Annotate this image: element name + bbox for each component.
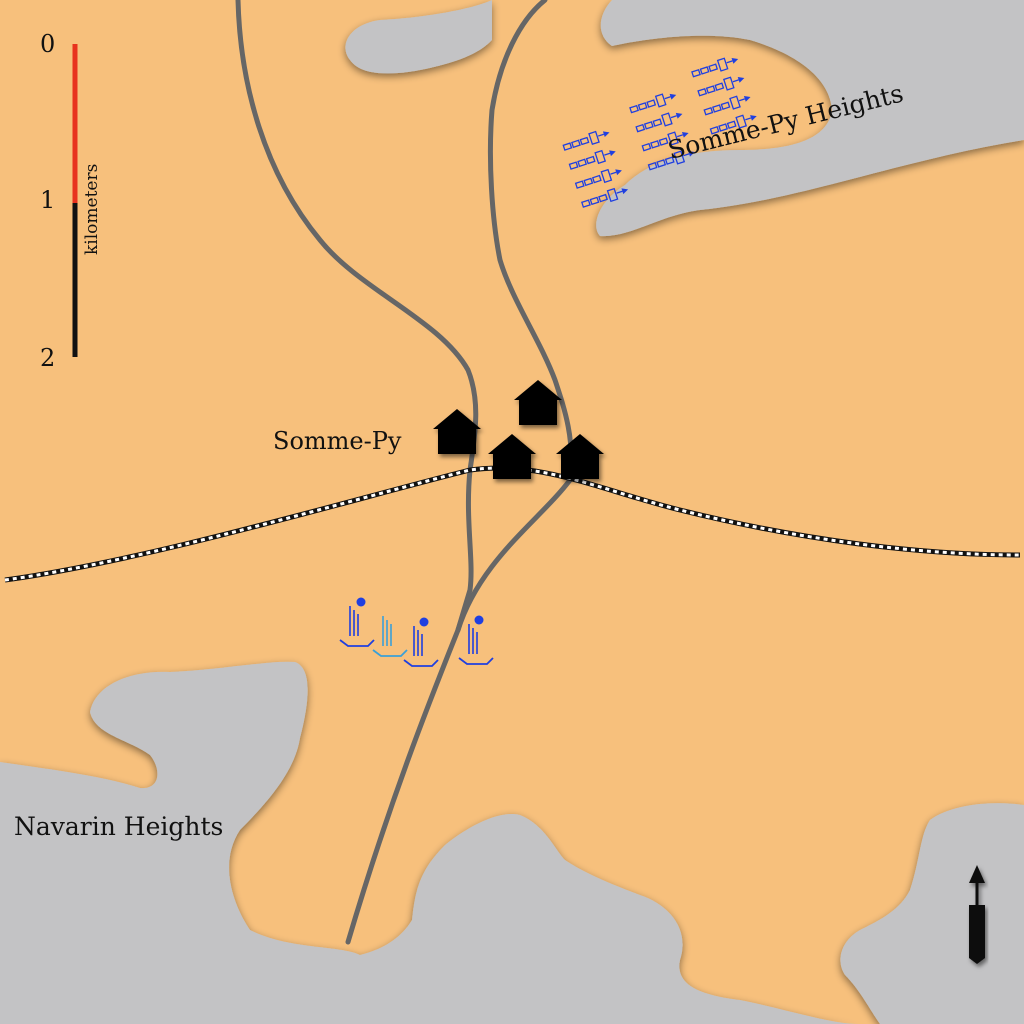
- heights-navarin: [0, 661, 360, 1024]
- road-northwest: [235, 0, 479, 633]
- roads: [235, 0, 574, 945]
- unit-marker: [356, 597, 366, 607]
- infantry-units: [339, 597, 494, 667]
- railway-ties: [4, 466, 1021, 582]
- railway: [4, 465, 1021, 583]
- village-label: Somme-Py: [273, 427, 402, 455]
- road-southeast-branch: [455, 477, 573, 633]
- scale-tick-label: 0: [40, 30, 56, 58]
- heights-top-center: [345, 0, 492, 74]
- heights-somme-py: [596, 0, 1024, 237]
- navarin-heights-label: Navarin Heights: [14, 812, 224, 841]
- road-south: [345, 627, 461, 945]
- scale-tick-label: 2: [40, 344, 56, 372]
- heights-southeast: [840, 803, 1024, 1024]
- road-north: [487, 0, 574, 483]
- heights-south-center: [360, 814, 860, 1024]
- scale-bar-unit-label: kilometers: [82, 163, 102, 255]
- unit-marker: [419, 617, 429, 627]
- north-arrow-icon: [969, 865, 985, 964]
- scale-tick-label: 1: [40, 186, 56, 214]
- unit-marker: [474, 615, 484, 625]
